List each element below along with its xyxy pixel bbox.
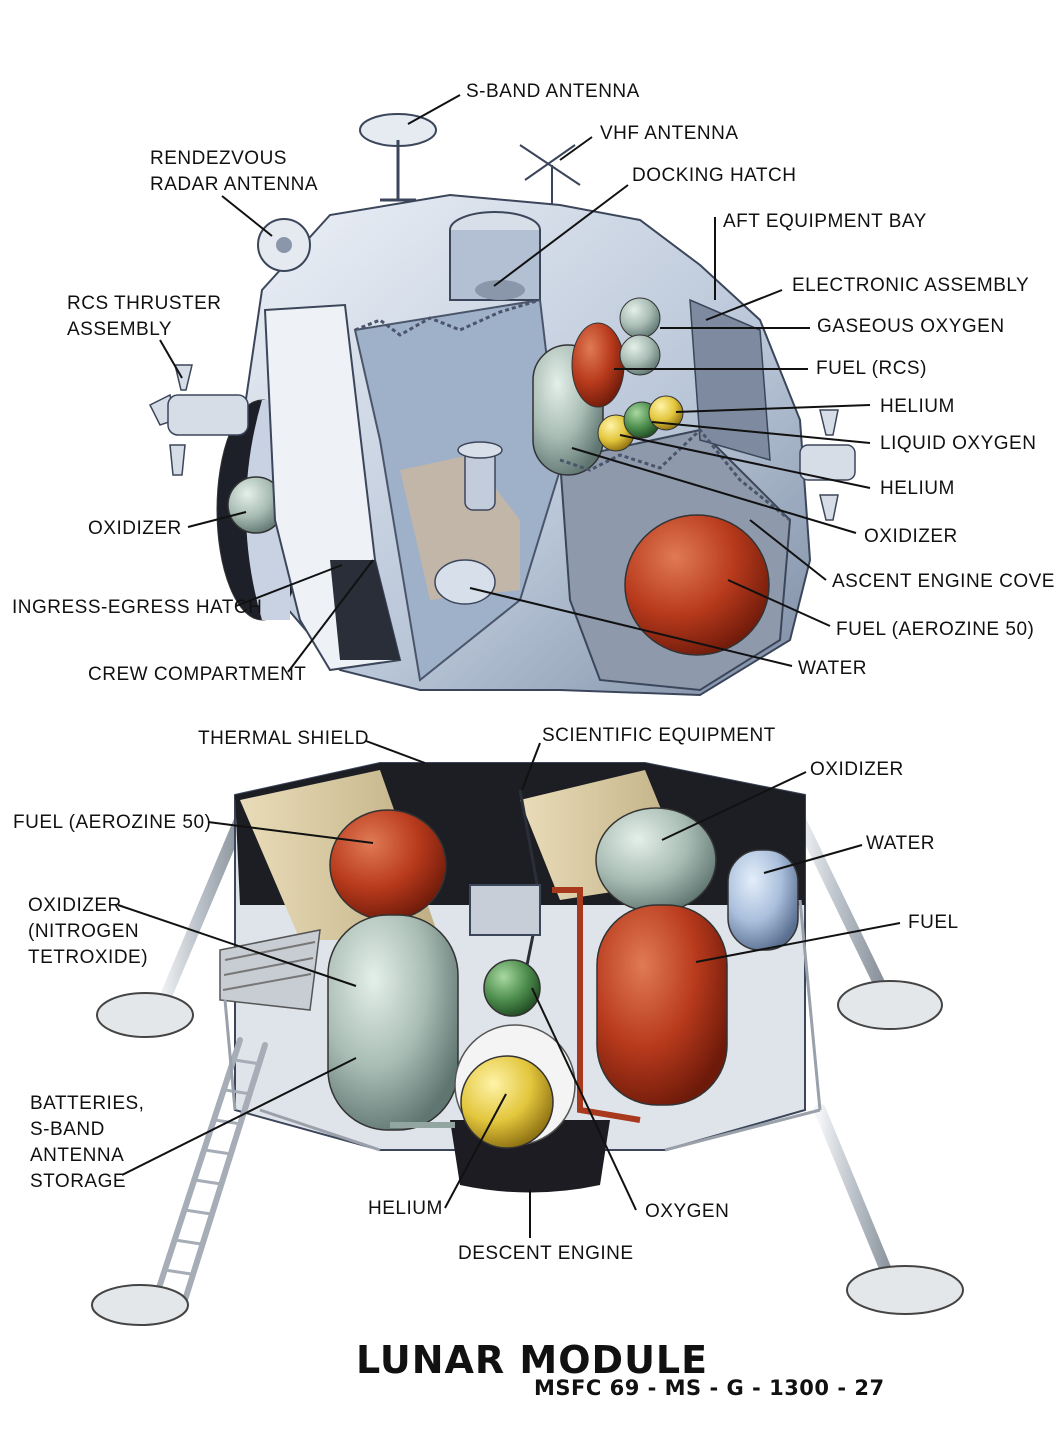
label-fuel-rcs: FUEL (RCS) bbox=[816, 358, 927, 379]
document-code: MSFC 69 - MS - G - 1300 - 27 bbox=[534, 1376, 885, 1400]
descent-stage bbox=[91, 762, 964, 1326]
label-liquid-oxygen: LIQUID OXYGEN bbox=[880, 433, 1037, 454]
label-thermal-shield: THERMAL SHIELD bbox=[198, 728, 369, 749]
label-oxidizer-ascent-left: OXIDIZER bbox=[88, 518, 182, 539]
diagram-title: LUNAR MODULE bbox=[356, 1338, 709, 1382]
label-descent-water: WATER bbox=[866, 833, 935, 854]
label-ascent-water: WATER bbox=[798, 658, 867, 679]
ascent-stage bbox=[148, 113, 856, 697]
label-aft-equipment-bay: AFT EQUIPMENT BAY bbox=[723, 211, 927, 232]
label-helium-lower: HELIUM bbox=[880, 478, 955, 499]
label-descent-fuel-aerozine: FUEL (AEROZINE 50) bbox=[13, 812, 212, 833]
label-oxidizer-descent-top: OXIDIZER bbox=[810, 759, 904, 780]
label-descent-oxygen: OXYGEN bbox=[645, 1201, 730, 1222]
label-descent-engine: DESCENT ENGINE bbox=[458, 1243, 634, 1264]
label-crew-compartment: CREW COMPARTMENT bbox=[88, 664, 307, 685]
label-helium-upper: HELIUM bbox=[880, 396, 955, 417]
label-scientific-equipment: SCIENTIFIC EQUIPMENT bbox=[542, 725, 776, 746]
label-vhf-antenna: VHF ANTENNA bbox=[600, 123, 739, 144]
label-gaseous-oxygen: GASEOUS OXYGEN bbox=[817, 316, 1005, 337]
label-electronic-assembly: ELECTRONIC ASSEMBLY bbox=[792, 275, 1030, 296]
label-rendezvous-radar-antenna: RENDEZVOUS RADAR ANTENNA bbox=[150, 148, 319, 195]
label-docking-hatch: DOCKING HATCH bbox=[632, 165, 797, 186]
label-descent-helium: HELIUM bbox=[368, 1198, 443, 1219]
label-batteries-s-band-storage: BATTERIES, S-BAND ANTENNA STORAGE bbox=[30, 1093, 145, 1192]
leader-lines bbox=[117, 94, 901, 1238]
label-oxidizer-nitrogen-tetroxide: OXIDIZER (NITROGEN TETROXIDE) bbox=[28, 895, 149, 968]
label-descent-fuel: FUEL bbox=[908, 912, 959, 933]
label-oxidizer-ascent-right: OXIDIZER bbox=[864, 526, 958, 547]
label-s-band-antenna: S-BAND ANTENNA bbox=[466, 81, 640, 102]
label-ascent-fuel-aerozine: FUEL (AEROZINE 50) bbox=[836, 619, 1035, 640]
label-ingress-egress-hatch: INGRESS-EGRESS HATCH bbox=[12, 597, 263, 618]
label-rcs-thruster-assembly: RCS THRUSTER ASSEMBLY bbox=[67, 293, 222, 340]
label-ascent-engine-cover: ASCENT ENGINE COVER bbox=[832, 571, 1056, 592]
